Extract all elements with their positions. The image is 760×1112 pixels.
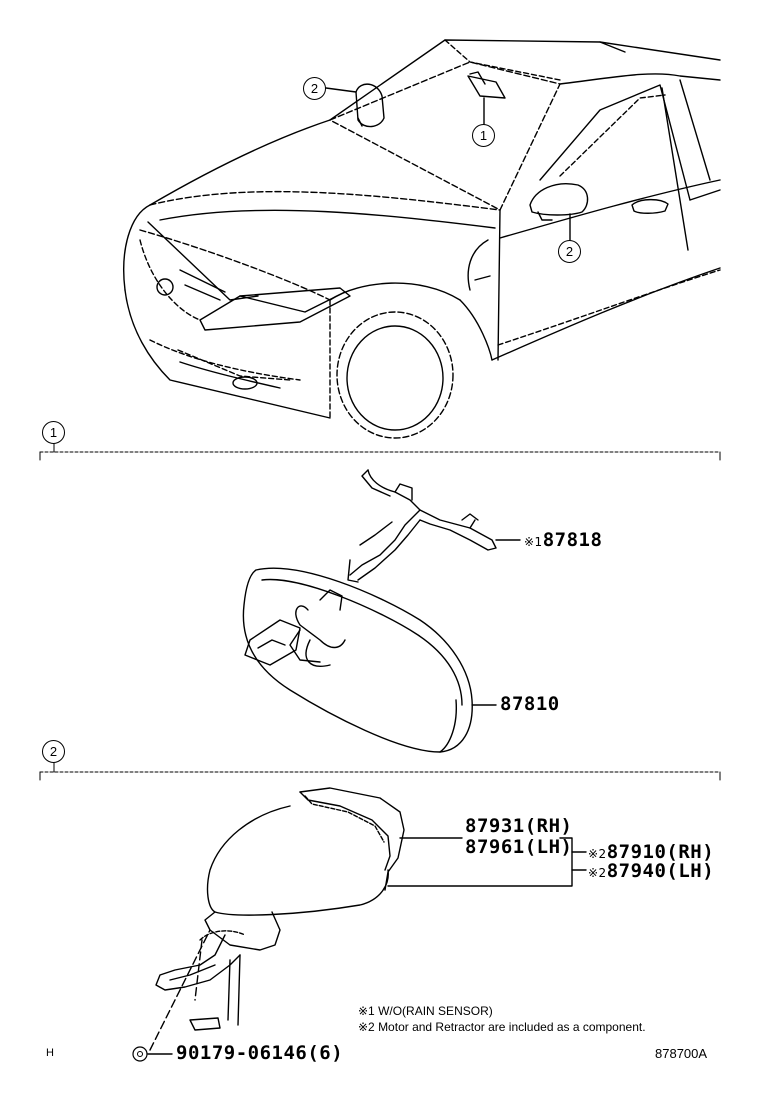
outer-mirror-rh-part-number: 87931(RH) (465, 815, 573, 837)
section1-divider (39, 442, 721, 461)
callout-outer-mirror: 2 (558, 240, 581, 263)
note-2: ※2 Motor and Retractor are included as a… (358, 1020, 646, 1034)
car-illustration (123, 39, 721, 439)
mirror-bracket-drawing (347, 469, 521, 583)
callout-mirror-top-left: 2 (303, 77, 326, 100)
assy-lh-part-number: 87940(LH) (606, 860, 715, 882)
mirror-assy-rh-label: ※287910(RH) (588, 841, 714, 863)
section2-callout: 2 (42, 740, 65, 763)
note-1: ※1 W/O(RAIN SENSOR) (358, 1004, 493, 1018)
inner-mirror-drawing (242, 567, 497, 753)
outer-mirror-lh-part-number: 87961(LH) (465, 836, 573, 858)
assy-rh-note-mark: ※2 (588, 847, 607, 861)
mirror-assy-lh-label: ※287940(LH) (588, 860, 714, 882)
footer-code: H (46, 1047, 54, 1059)
section2-divider (39, 762, 721, 781)
section1-callout: 1 (42, 421, 65, 444)
bracket-note-mark: ※1 (524, 535, 543, 549)
inner-mirror-part-number: 87810 (500, 693, 560, 715)
screw-part-number: 90179-06146(6) (176, 1042, 344, 1064)
diagram-id: 878700A (655, 1046, 708, 1061)
assy-rh-part-number: 87910(RH) (606, 841, 715, 863)
bracket-part-number: 87818 (542, 529, 603, 551)
callout-inner-mirror: 1 (472, 124, 495, 147)
assy-lh-note-mark: ※2 (588, 866, 607, 880)
screw-symbol (132, 1046, 148, 1062)
bracket-part-label: ※187818 (524, 529, 602, 551)
outer-mirror-drawing (147, 787, 587, 1055)
